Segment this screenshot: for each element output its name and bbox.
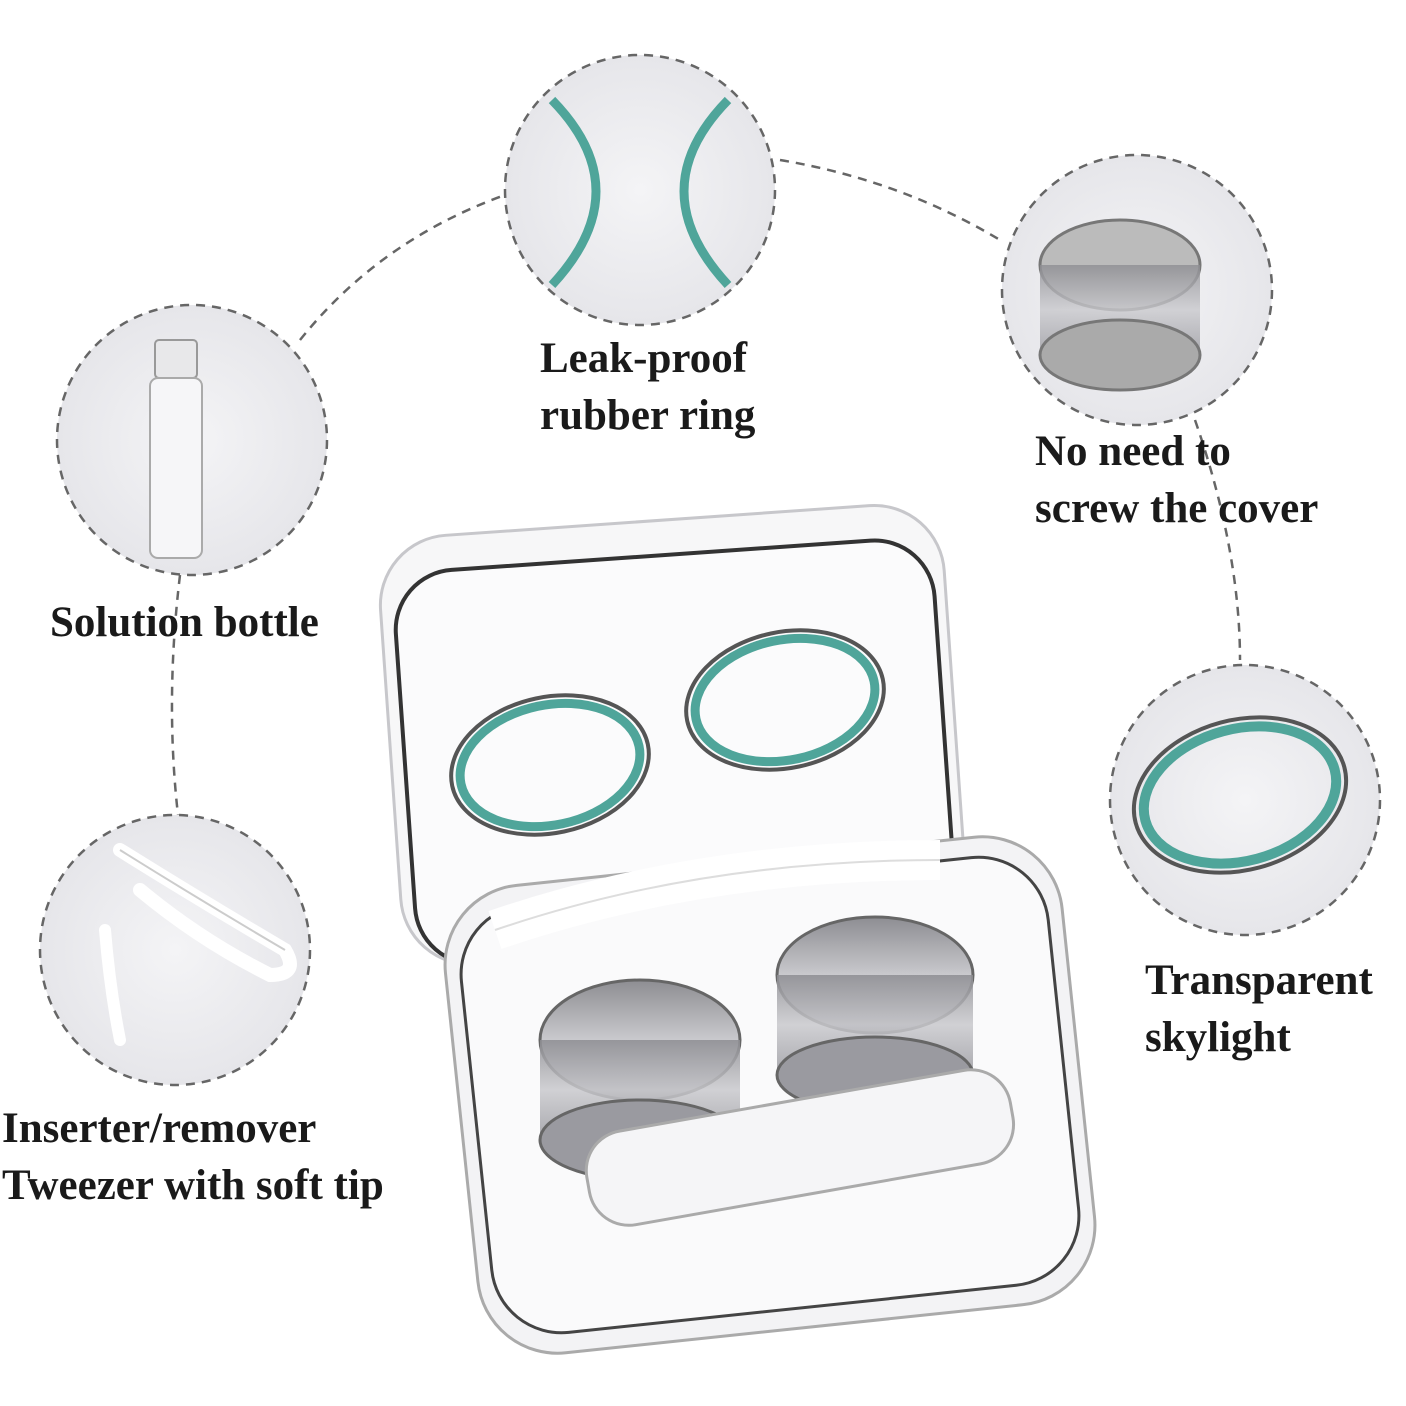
label-line: Tweezer with soft tip bbox=[2, 1162, 384, 1209]
label-line: No need to bbox=[1035, 428, 1231, 475]
callout-circle-solution-bottle bbox=[55, 303, 329, 577]
callout-label-tweezer: Inserter/remover Tweezer with soft tip bbox=[2, 1100, 384, 1214]
label-line: rubber ring bbox=[540, 392, 756, 439]
label-line: Solution bottle bbox=[50, 599, 319, 646]
callout-label-skylight: Transparent skylight bbox=[1145, 952, 1373, 1066]
callout-circle-leak-proof bbox=[503, 53, 777, 327]
label-line: skylight bbox=[1145, 1014, 1291, 1061]
callout-label-no-screw: No need to screw the cover bbox=[1035, 423, 1318, 537]
label-line: Inserter/remover bbox=[2, 1105, 317, 1152]
callout-circle-tweezer bbox=[38, 813, 312, 1087]
label-line: Transparent bbox=[1145, 957, 1373, 1004]
callout-circle-skylight bbox=[1108, 663, 1382, 937]
callout-circle-no-screw bbox=[1000, 153, 1274, 427]
callout-label-leak-proof: Leak-proof rubber ring bbox=[540, 330, 755, 444]
callout-label-solution-bottle: Solution bottle bbox=[50, 594, 319, 651]
label-line: screw the cover bbox=[1035, 485, 1319, 532]
label-line: Leak-proof bbox=[540, 335, 748, 382]
dashed-connectors bbox=[170, 158, 1242, 816]
case-base bbox=[443, 835, 1097, 1355]
